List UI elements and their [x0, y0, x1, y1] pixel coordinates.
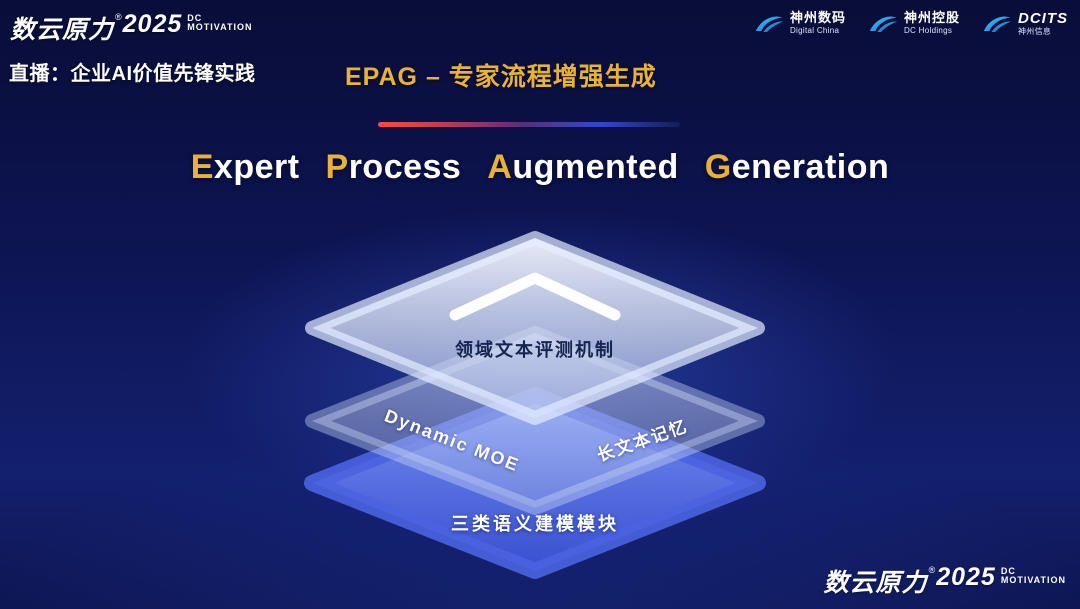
title-word-rest: ugmented	[512, 148, 679, 186]
title-word: Generation	[705, 148, 890, 186]
title-word-initial: E	[190, 148, 214, 186]
partner-subtitle: DC Holdings	[903, 26, 953, 36]
brand-tagline-line2: MOTIVATION	[187, 22, 253, 33]
brand-year: 2025	[122, 10, 183, 38]
top-layer-label: 领域文本评测机制	[455, 340, 615, 360]
brand-name: 数云原力	[823, 569, 928, 597]
chevron-up-icon	[449, 272, 621, 321]
title-word-rest: rocess	[348, 148, 462, 186]
brand-tagline: DC MOTIVATION	[1000, 566, 1066, 586]
partner-subtitle: 神州信息	[1018, 27, 1052, 37]
brand-tagline-line2: MOTIVATION	[1000, 575, 1066, 586]
partner-logo-dc-holdings: 神州控股 DC Holdings	[868, 10, 960, 36]
page-title: Expert Process Augmented Generation	[0, 148, 1080, 187]
brand-tagline-line1: DC	[1000, 566, 1016, 576]
layer-stack-graphic	[304, 231, 766, 579]
title-word: Augmented	[487, 148, 679, 186]
title-word-rest: eneration	[731, 148, 890, 186]
bottom-layer-label: 三类语义建模模块	[451, 514, 619, 534]
brand-logo-bottom-right: 数云原力®2025 DC MOTIVATION	[824, 563, 1066, 599]
top-layer-shape	[305, 231, 765, 425]
title-word-initial: G	[704, 148, 732, 186]
partner-name: 神州数码	[789, 10, 846, 26]
partner-name: DCITS	[1018, 10, 1068, 27]
partner-text: 神州数码 Digital China	[789, 10, 846, 36]
partner-logos: 神州数码 Digital China 神州控股 DC Holdings DCIT…	[754, 10, 1068, 36]
layer-stack: 领域文本评测机制 Dynamic MOE 长文本记忆 三类语义建模模块	[270, 218, 810, 598]
title-word-initial: P	[325, 148, 349, 186]
partner-text: DCITS 神州信息	[1018, 10, 1068, 36]
title-word: Expert	[191, 148, 300, 186]
brand-logo-top-left: 数云原力®2025 DC MOTIVATION	[10, 10, 252, 46]
brand-year: 2025	[936, 563, 996, 591]
brand-tagline-line1: DC	[187, 13, 203, 23]
brand-name: 数云原力	[10, 16, 115, 44]
slide-title: EPAG – 专家流程增强生成	[345, 63, 657, 91]
partner-name: 神州控股	[903, 10, 960, 26]
swoosh-icon	[983, 16, 1012, 32]
partner-logo-dcits: DCITS 神州信息	[982, 10, 1068, 36]
gradient-divider	[378, 122, 680, 127]
registered-mark: ®	[115, 12, 122, 22]
partner-subtitle: Digital China	[789, 26, 840, 36]
live-title: 直播：企业AI价值先锋实践	[9, 63, 256, 85]
registered-mark: ®	[928, 565, 936, 575]
brand-tagline: DC MOTIVATION	[187, 13, 253, 33]
swoosh-icon	[755, 16, 784, 32]
title-word: Process	[326, 148, 462, 186]
partner-logo-digital-china: 神州数码 Digital China	[754, 10, 846, 36]
title-word-rest: xpert	[213, 148, 300, 186]
partner-text: 神州控股 DC Holdings	[903, 10, 960, 36]
swoosh-icon	[869, 16, 898, 32]
title-word-initial: A	[487, 148, 513, 186]
